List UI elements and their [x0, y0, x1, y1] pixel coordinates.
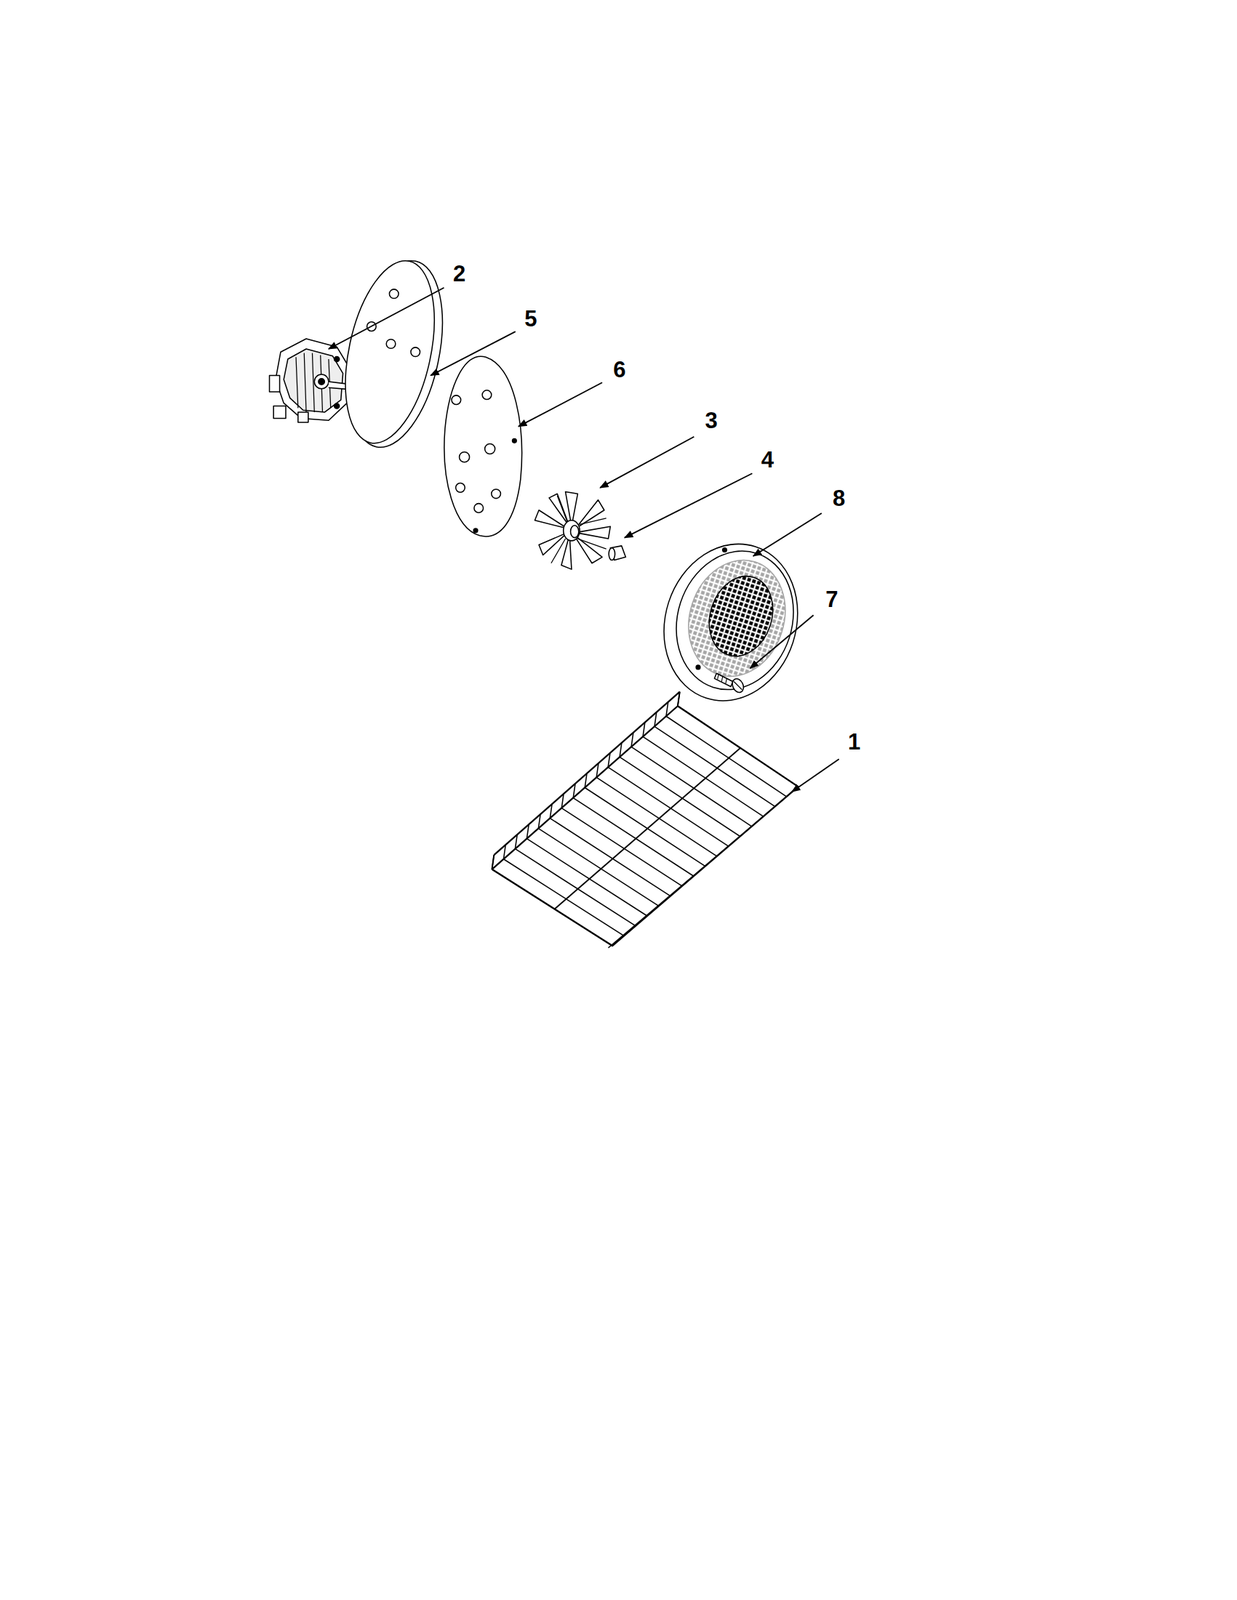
fan-motor	[269, 338, 354, 423]
callout-number: 2	[453, 262, 466, 286]
mounting-plate	[444, 356, 523, 537]
callout-number: 5	[524, 306, 537, 330]
screw	[714, 673, 746, 695]
leader-arrows	[328, 287, 840, 792]
oven-rack	[491, 692, 798, 949]
fan-cover	[644, 526, 819, 719]
callout-number: 1	[847, 730, 861, 754]
callout-number: 8	[832, 486, 846, 510]
fan-blade	[534, 491, 611, 570]
callout-number: 4	[761, 447, 774, 471]
callout-number: 3	[705, 409, 718, 432]
callout-number: 6	[613, 358, 626, 382]
insulation-disc	[330, 252, 459, 456]
fan-nut	[608, 546, 626, 561]
callout-number: 7	[825, 587, 838, 611]
